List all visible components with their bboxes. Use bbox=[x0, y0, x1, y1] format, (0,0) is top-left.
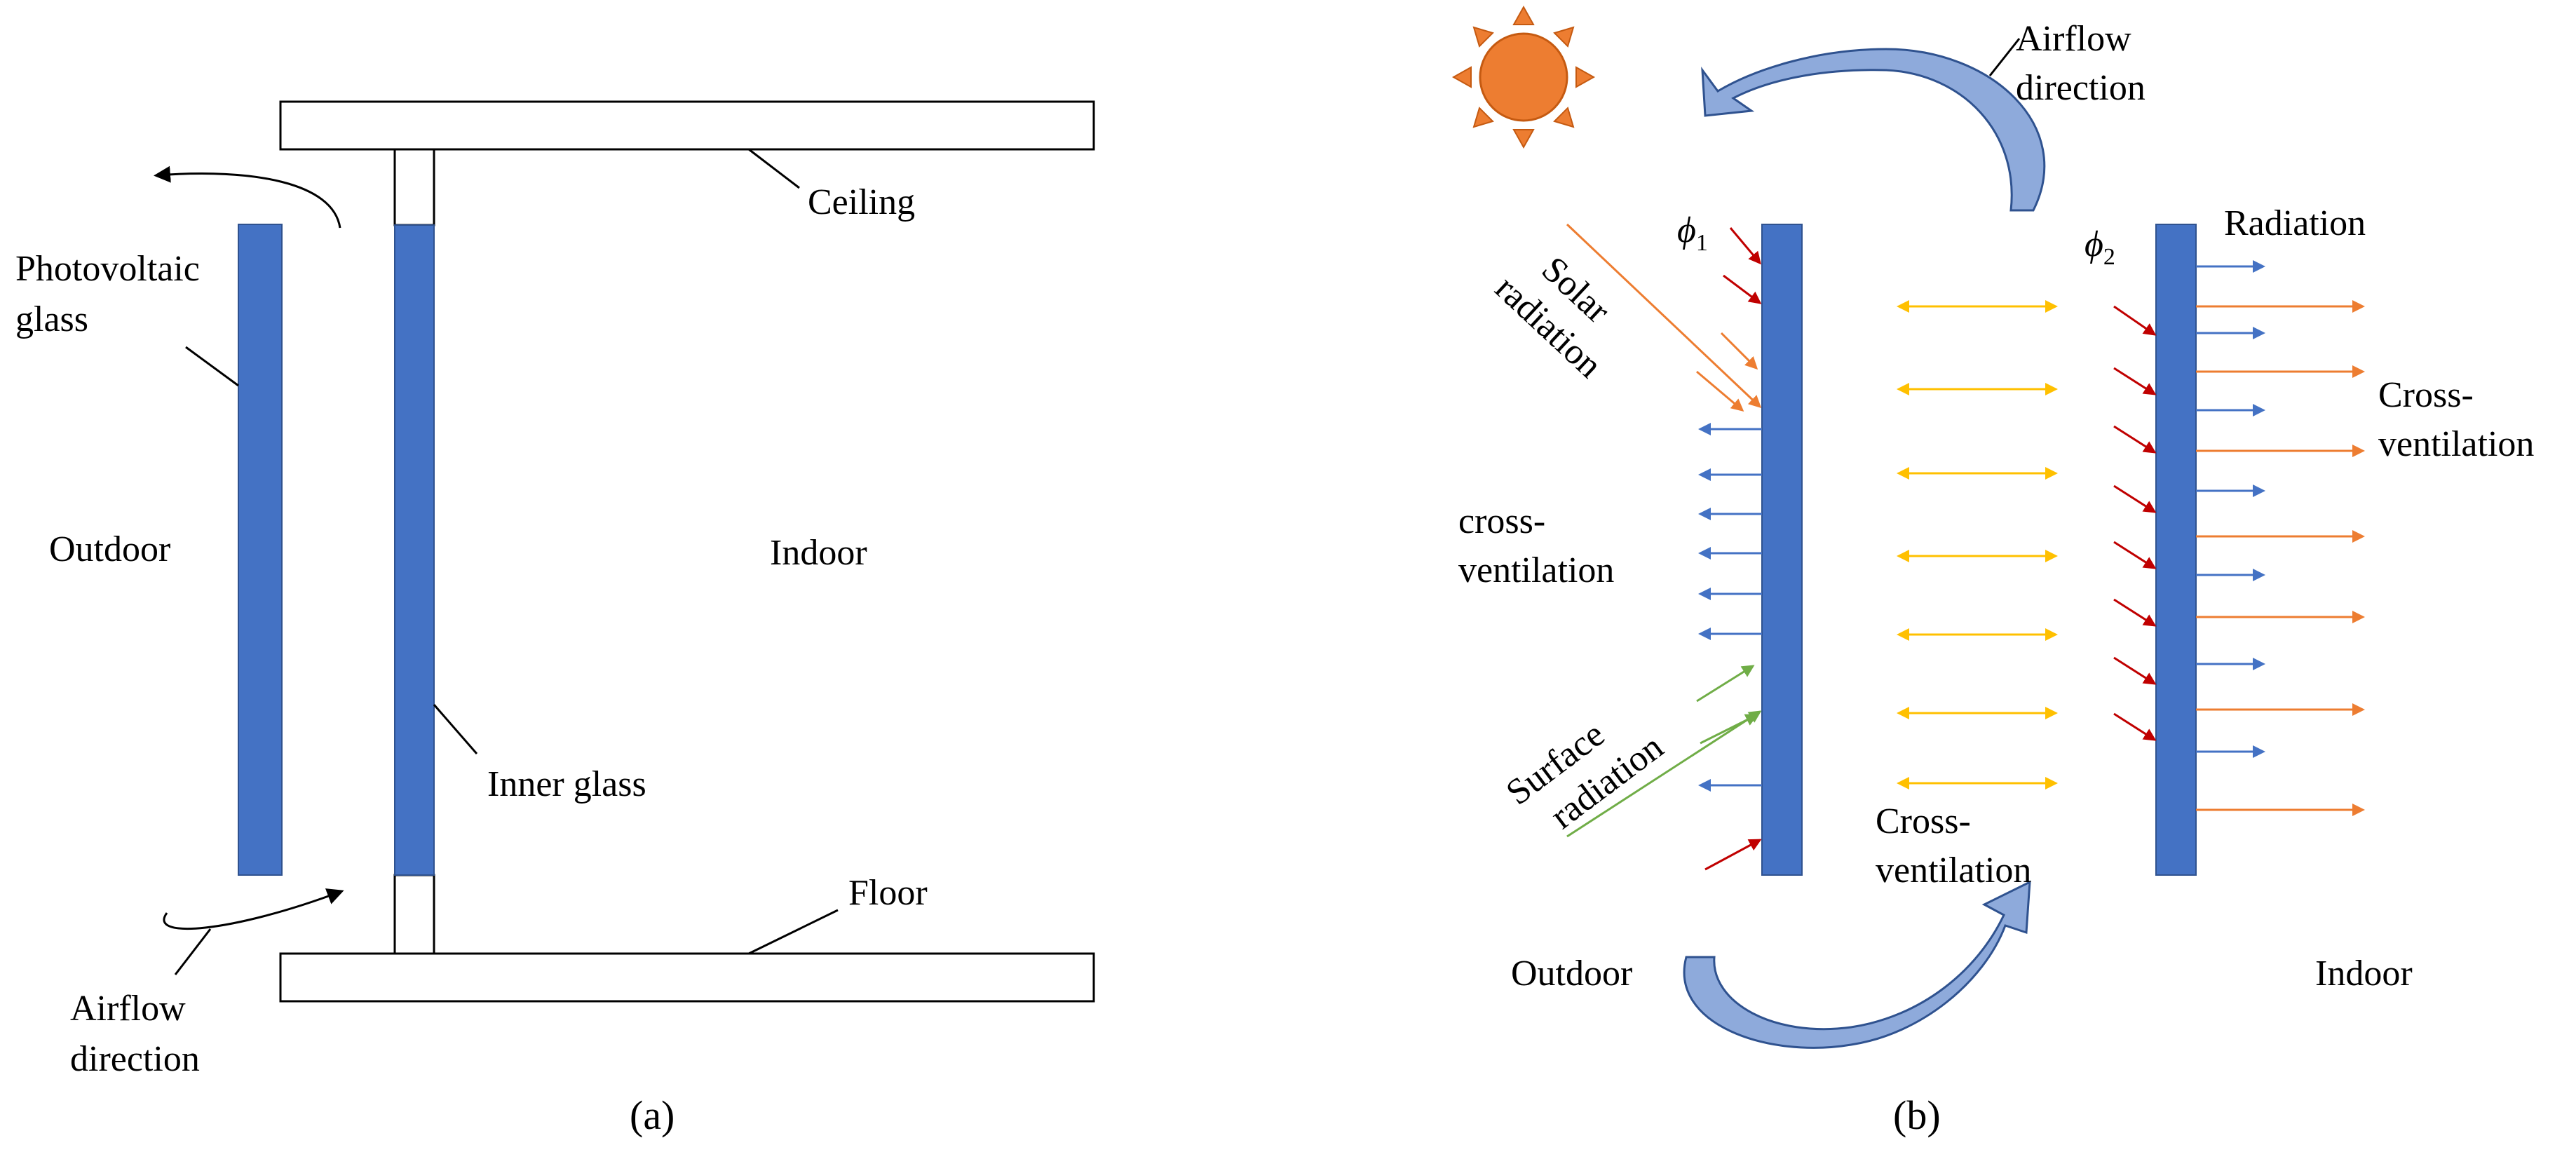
cross-ventilation-mid-line2: ventilation bbox=[1876, 851, 2031, 890]
airflow-label-a-line2: direction bbox=[70, 1039, 200, 1079]
caption-b: (b) bbox=[1893, 1092, 1941, 1138]
airflow-top-arrow bbox=[154, 165, 341, 229]
ceiling-leader bbox=[748, 148, 800, 189]
indoor-label-b: Indoor bbox=[2315, 954, 2413, 994]
radiation-label: Radiation bbox=[2224, 203, 2366, 243]
solar-ray bbox=[1566, 223, 1762, 409]
cross-ventilation-left-line1: cross- bbox=[1458, 501, 1545, 541]
solar-ray bbox=[1720, 332, 1758, 370]
outer-pane-convection-arrows bbox=[1698, 423, 1762, 792]
inner-glass-frame-top bbox=[393, 148, 435, 226]
red-arrow bbox=[1729, 227, 1761, 265]
floor-label: Floor bbox=[848, 873, 928, 913]
inner-glass bbox=[394, 224, 435, 876]
airflow-bottom-curve-arrow bbox=[1683, 880, 2031, 1049]
cavity-cross-ventilation-arrows bbox=[1897, 300, 2058, 790]
inner-pane-radiation-out-arrows bbox=[2196, 300, 2365, 816]
panel-a: Ceiling Photovoltaic glass Outdoor Indoo… bbox=[15, 100, 1095, 1138]
airflow-leader bbox=[174, 928, 212, 975]
cross-ventilation-left-line2: ventilation bbox=[1458, 550, 1614, 590]
cross-ventilation-right-line2: ventilation bbox=[2378, 424, 2534, 464]
floor-leader bbox=[748, 909, 839, 955]
phi2-label: ϕ2 bbox=[2084, 224, 2115, 270]
airflow-bottom-arrow bbox=[163, 888, 344, 930]
outer-glass-pane-b bbox=[1761, 224, 1803, 876]
pv-glass-label-line1: Photovoltaic bbox=[15, 249, 200, 289]
inner-glass-frame-bottom bbox=[393, 874, 435, 955]
inner-glass-leader bbox=[433, 704, 478, 754]
outdoor-label-b: Outdoor bbox=[1511, 954, 1632, 994]
caption-a: (a) bbox=[630, 1092, 674, 1138]
red-arrow bbox=[1704, 839, 1762, 871]
airflow-b-leader bbox=[1988, 38, 2021, 76]
outdoor-label-a: Outdoor bbox=[49, 529, 170, 569]
solar-radiation-label: Solar radiation bbox=[1488, 249, 1618, 386]
inner-glass-label: Inner glass bbox=[487, 764, 646, 804]
surface-ray bbox=[1566, 710, 1762, 838]
red-arrow bbox=[1723, 274, 1762, 304]
phi1-label: ϕ1 bbox=[1677, 210, 1708, 256]
airflow-label-b-line2: direction bbox=[2016, 68, 2145, 108]
inner-glass-pane-b bbox=[2155, 224, 2197, 876]
floor-slab bbox=[279, 952, 1095, 1003]
airflow-label-b-line1: Airflow bbox=[2016, 19, 2131, 59]
photovoltaic-glass bbox=[238, 224, 283, 876]
ceiling-slab bbox=[279, 100, 1095, 151]
pv-glass-leader bbox=[185, 346, 239, 387]
airflow-top-curve-arrow bbox=[1701, 48, 2046, 212]
cross-ventilation-right-line1: Cross- bbox=[2378, 375, 2474, 415]
airflow-label-a-line1: Airflow bbox=[70, 989, 186, 1029]
surface-ray bbox=[1696, 665, 1755, 703]
indoor-label-a: Indoor bbox=[770, 533, 867, 573]
ceiling-label: Ceiling bbox=[808, 182, 915, 222]
sun-icon bbox=[1451, 5, 1596, 149]
solar-ray bbox=[1696, 370, 1744, 412]
inner-pane-radiation-in-arrows bbox=[2113, 305, 2157, 741]
panel-b: Airflow direction ϕ1 ϕ2 Radiation Solar … bbox=[1451, 5, 2534, 1138]
surface-ray bbox=[1700, 714, 1758, 745]
cross-ventilation-mid-line1: Cross- bbox=[1876, 801, 1971, 841]
pv-glass-label-line2: glass bbox=[15, 299, 88, 339]
inner-pane-convection-arrows bbox=[2196, 260, 2265, 758]
